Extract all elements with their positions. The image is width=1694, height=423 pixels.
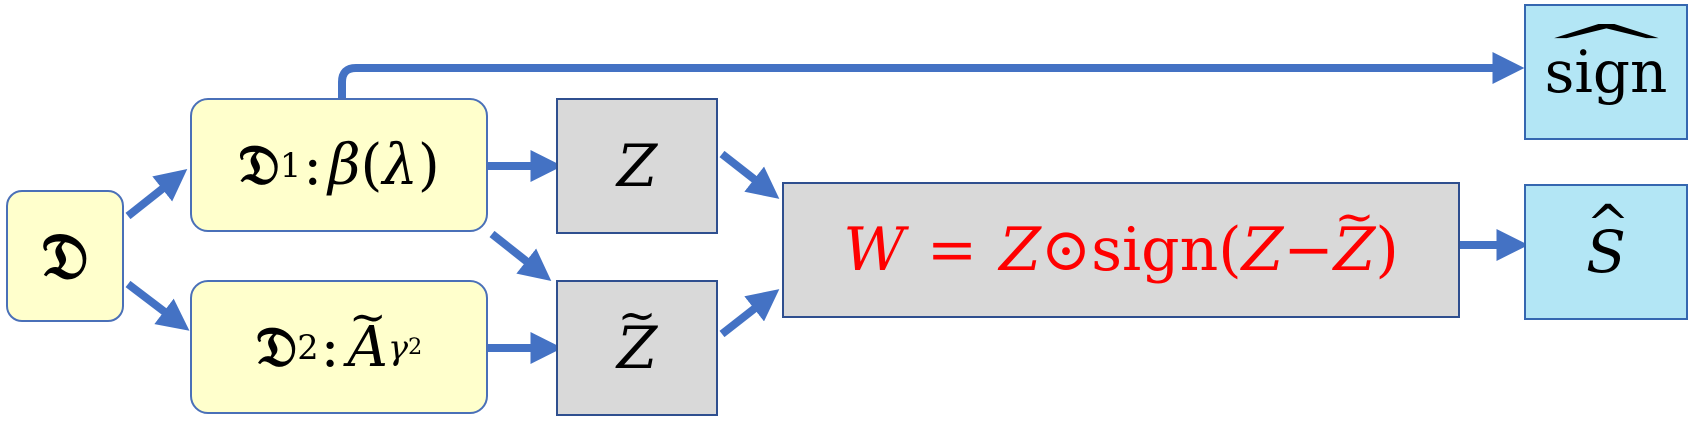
node-d1-paren-close: ) [417,132,440,198]
node-d2-symbol: 𝔇 [255,313,298,380]
node-d1-colon: : [303,132,323,198]
node-d1-paren-open: ( [360,132,383,198]
formula-minus: − [1283,215,1334,285]
node-z-tilde-mark: ~ [617,288,657,343]
node-w-formula: W = Z⊙sign(Z−~Z) [782,182,1460,318]
node-z: Z [556,98,718,234]
node-z-tilde-wrap: ~Z [616,288,658,382]
formula-z: Z [999,215,1041,285]
node-d-symbol: 𝔇 [41,218,89,294]
node-s-hat: ^S [1524,184,1688,320]
node-z-tilde-label: Z [616,314,658,382]
formula-sign: sign [1091,215,1219,285]
arrow-ztilde-to-w [719,289,780,338]
formula-open: ( [1218,215,1242,285]
node-d2-a-tilde: ~ [348,289,387,343]
node-d2-colon: : [320,314,340,380]
arrow-z-to-w [719,150,780,199]
formula-odot: ⊙ [1040,215,1092,285]
node-s-hat-label: S [1586,218,1626,286]
arrow-d-to-d2 [125,280,190,331]
node-d2-a-wrap: ~A [347,290,388,380]
node-d1-beta: β [328,132,361,198]
arrow-d1-to-signhat [338,52,1525,98]
node-sign-hat-mark: ^ [1536,14,1676,75]
node-s-hat-wrap: ^S [1586,195,1630,286]
formula-z3: Z [1333,215,1376,285]
formula-z3-wrap: ~Z [1333,189,1376,285]
formula-z3-tilde: ~ [1334,188,1375,245]
node-d: 𝔇 [6,190,124,322]
node-z-label: Z [616,132,658,200]
node-d2-gamma-sub: 2 [408,334,423,360]
formula-w: W [843,215,905,285]
node-d1-symbol: 𝔇 [238,131,280,198]
arrow-d-to-d1 [125,169,188,220]
node-d1-subscript: 1 [279,145,302,185]
node-d2-subscript: 2 [297,327,319,367]
node-sign-hat-label: sign [1544,38,1668,106]
formula-close: ) [1375,215,1399,285]
formula-eq: = [926,215,978,285]
node-sign-hat-wrap: ^sign [1536,15,1676,106]
node-z-tilde: ~Z [556,280,718,416]
node-sign-hat: ^sign [1524,4,1688,140]
formula-z2: Z [1241,215,1284,285]
node-d2-gamma: γ [387,327,409,367]
arrow-d1-to-ztilde [489,230,552,281]
node-s-hat-mark: ^ [1586,194,1630,255]
node-d1-lambda: λ [382,132,418,198]
node-d2-a: A [347,314,388,380]
